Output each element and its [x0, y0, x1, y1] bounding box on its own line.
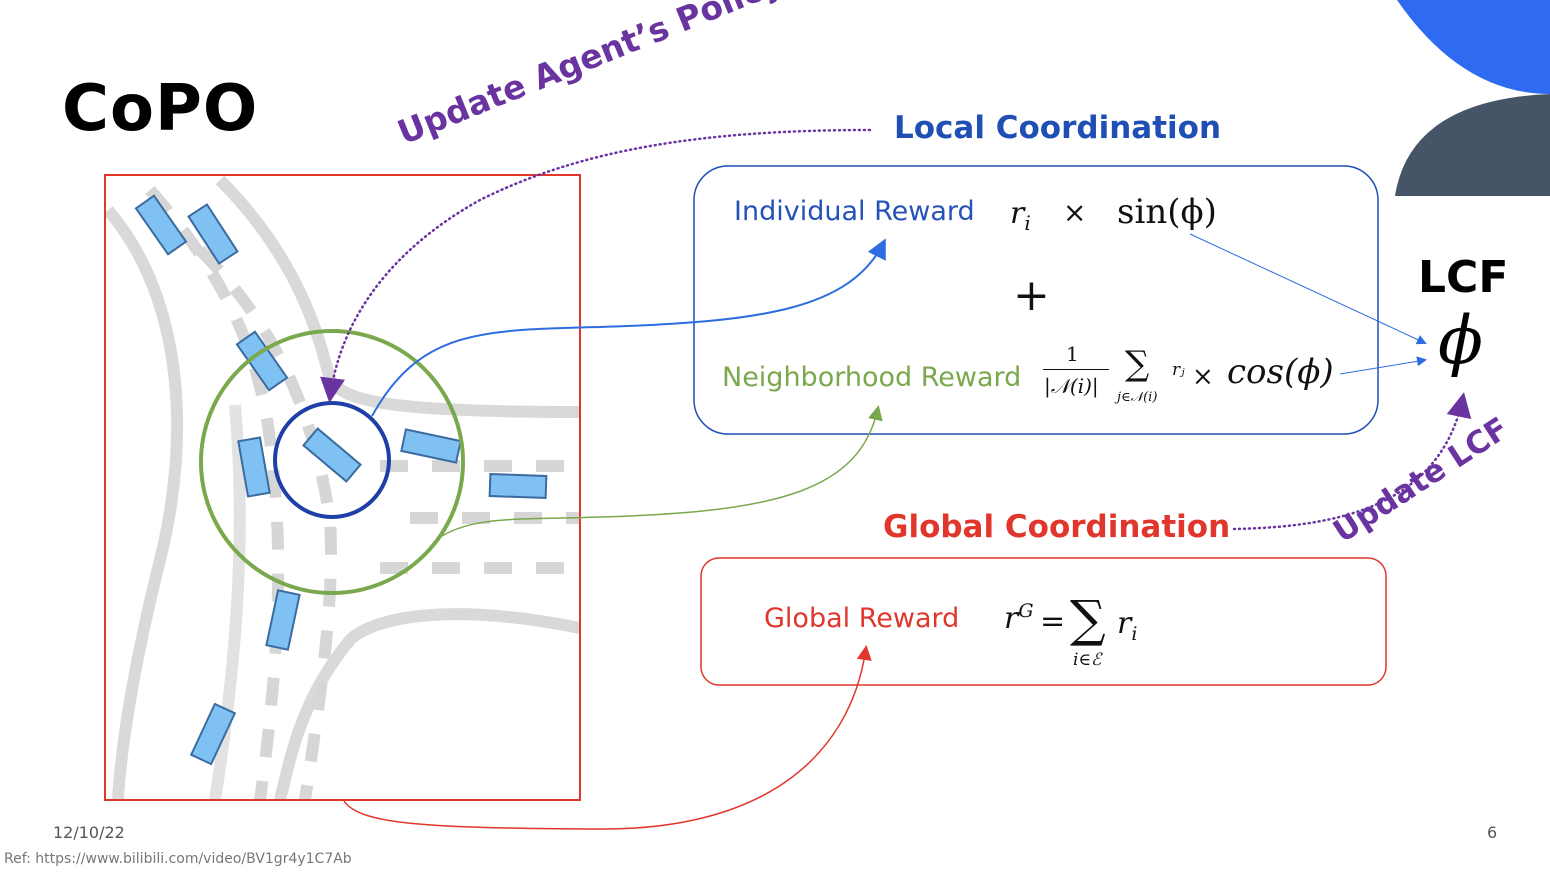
sin-phi: sin(ϕ) [1117, 192, 1217, 232]
neighbor-reward-symbol: rⱼ [1172, 360, 1185, 380]
update-policy-arrow [320, 128, 872, 403]
vehicle [488, 472, 548, 500]
lane-dash [145, 186, 285, 800]
global-reward-symbol: rG [1004, 600, 1034, 636]
global-reward-arrow [343, 645, 872, 830]
neighborhood-circle [199, 329, 465, 595]
neighborhood-sum-symbol: ∑ [1125, 344, 1150, 384]
vehicle [189, 702, 237, 766]
sin-to-lcf-arrow [1189, 233, 1427, 345]
vehicles [134, 194, 548, 766]
global-coordination-box [700, 557, 1387, 686]
vehicle [400, 428, 462, 464]
times-symbol: × [1063, 196, 1087, 229]
cos-phi: cos(ϕ) [1227, 352, 1334, 392]
corner-slate-shape [1395, 94, 1550, 196]
vehicle [134, 194, 188, 256]
corner-decoration [1395, 0, 1550, 196]
slide-date: 12/10/22 [53, 823, 125, 842]
lane-dash [195, 245, 337, 800]
global-coordination-title: Global Coordination [883, 509, 1231, 545]
local-coordination-title: Local Coordination [894, 110, 1222, 146]
neighborhood-reward-arrow [435, 405, 883, 541]
page-number: 6 [1487, 823, 1498, 842]
times-symbol: × [1192, 362, 1214, 392]
fraction-numerator: 1 [1066, 342, 1079, 366]
vehicle [265, 589, 301, 651]
agent-reward-symbol: ri [1117, 606, 1138, 645]
vehicle [187, 203, 239, 265]
vehicle [237, 436, 271, 498]
fraction-bar [1043, 369, 1109, 370]
update-lcf-arrow [1232, 392, 1472, 531]
slide-title: CoPO [62, 72, 259, 146]
ego-vehicle [302, 427, 362, 483]
corner-blue-shape [1397, 0, 1550, 94]
global-reward-label: Global Reward [764, 603, 960, 634]
road-scene [105, 175, 580, 800]
equals-symbol: = [1040, 604, 1066, 639]
scene-frame [104, 174, 581, 801]
road-edge [105, 206, 184, 800]
reference-link[interactable]: Ref: https://www.bilibili.com/video/BV1g… [4, 851, 352, 867]
fraction-denominator: |𝒩(i)| [1044, 374, 1099, 398]
vehicle [235, 330, 289, 392]
plus-symbol: + [1013, 270, 1050, 321]
lcf-label: LCF [1418, 252, 1509, 303]
neighborhood-sum-subscript: j∈𝒩(i) [1117, 390, 1158, 405]
global-sum-subscript: i∈ℰ [1073, 650, 1102, 670]
local-coordination-box [693, 165, 1379, 435]
road-edge [274, 608, 580, 800]
cos-to-lcf-arrow [1339, 356, 1427, 375]
global-sum-symbol: ∑ [1070, 590, 1106, 648]
individual-reward-arrow [371, 238, 886, 417]
individual-circle [273, 401, 391, 519]
individual-reward-symbol: ri [1010, 196, 1031, 235]
neighborhood-reward-label: Neighborhood Reward [722, 362, 1022, 393]
lcf-symbol: ϕ [1438, 302, 1483, 379]
individual-reward-label: Individual Reward [734, 196, 975, 227]
